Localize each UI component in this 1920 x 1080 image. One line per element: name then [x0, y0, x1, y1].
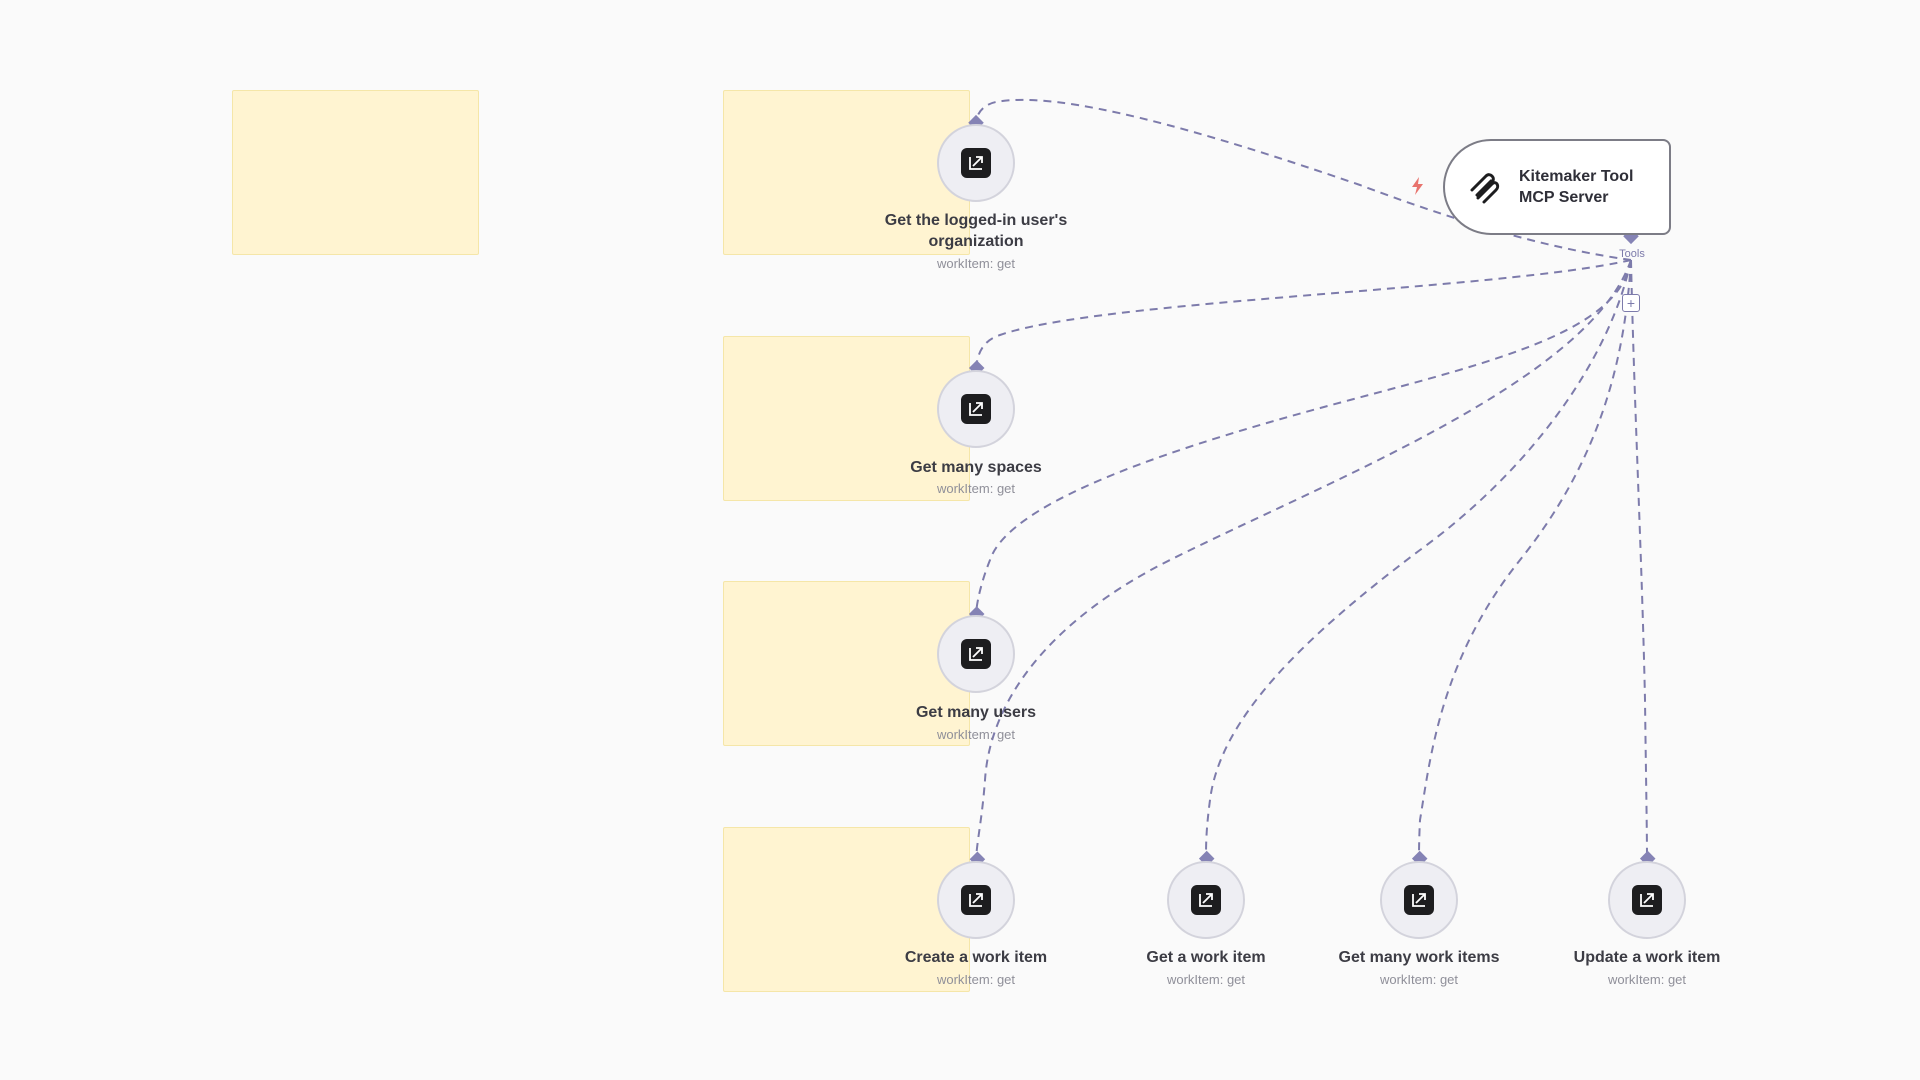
tool-subtitle: workItem: get — [936, 256, 1016, 271]
tool-label: Get many work items — [1338, 949, 1500, 966]
tool-node-get-many-work-items[interactable] — [1380, 861, 1458, 939]
tool-label: Update a work item — [1573, 949, 1721, 966]
sticky-note[interactable] — [723, 90, 970, 255]
tool-node-get-work-item[interactable] — [1167, 861, 1245, 939]
kitemaker-icon — [961, 885, 991, 915]
kitemaker-icon — [1632, 885, 1662, 915]
tool-subtitle: workItem: get — [936, 972, 1016, 987]
sticky-note[interactable] — [723, 827, 970, 992]
edge-tool-create — [975, 259, 1632, 861]
lightning-bolt-icon — [1407, 175, 1429, 197]
tool-subtitle: workItem: get — [1379, 972, 1459, 987]
mcp-server-node[interactable]: Kitemaker Tool MCP Server — [1443, 139, 1671, 235]
tool-node-create-work-item[interactable] — [937, 861, 1015, 939]
add-tool-button[interactable]: + — [1622, 294, 1640, 312]
tool-label: Get many users — [915, 704, 1037, 721]
sticky-note[interactable] — [723, 336, 970, 501]
tool-label: Create a work item — [904, 949, 1048, 966]
mcp-server-title: Kitemaker Tool MCP Server — [1519, 168, 1634, 206]
tool-subtitle: workItem: get — [1166, 972, 1246, 987]
tools-connector-label: Tools — [1619, 248, 1645, 260]
tool-node-update-work-item[interactable] — [1608, 861, 1686, 939]
sticky-note[interactable] — [232, 90, 479, 255]
tool-label: Get many spaces — [910, 459, 1042, 476]
kitemaker-icon — [1404, 885, 1434, 915]
tool-subtitle: workItem: get — [936, 481, 1016, 496]
edge-tool-update — [1630, 259, 1648, 861]
tool-subtitle: workItem: get — [1607, 972, 1687, 987]
kitemaker-icon — [1191, 885, 1221, 915]
edge-tool-get — [1205, 259, 1632, 861]
edge-tool-get-many — [1418, 259, 1632, 861]
kitemaker-logo-icon — [1465, 167, 1505, 207]
kitemaker-icon — [961, 148, 991, 178]
tool-node-spaces[interactable] — [937, 370, 1015, 448]
tool-subtitle: workItem: get — [936, 727, 1016, 742]
tool-node-organization[interactable] — [937, 124, 1015, 202]
tool-label: Get a work item — [1146, 949, 1266, 966]
kitemaker-icon — [961, 639, 991, 669]
tool-label: Get the logged-in user's organization — [884, 212, 1068, 250]
edge-tool-users — [975, 259, 1632, 615]
edge-tool-organization — [975, 98, 1632, 261]
sticky-note[interactable] — [723, 581, 970, 746]
tool-node-users[interactable] — [937, 615, 1015, 693]
plus-icon: + — [1626, 295, 1636, 311]
kitemaker-icon — [961, 394, 991, 424]
edge-tool-spaces — [975, 259, 1632, 369]
